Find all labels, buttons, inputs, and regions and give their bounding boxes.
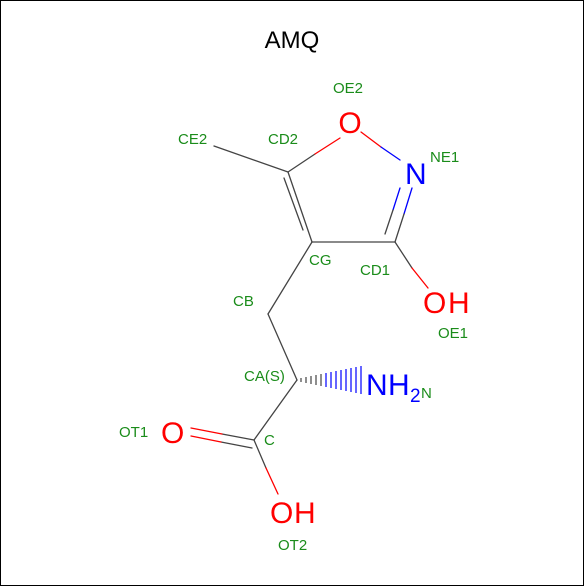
bonds xyxy=(190,131,429,495)
bond-cg-cd2-inner xyxy=(283,177,304,231)
amine-hydrogen-symbol: H xyxy=(388,369,410,402)
bond-cg-cb xyxy=(267,241,313,315)
acid-hydrogen-symbol: H xyxy=(294,497,316,530)
bond-n-cd1-c xyxy=(392,187,401,211)
atom-label-n: N xyxy=(421,385,432,402)
ring-nitrogen-symbol: N xyxy=(405,158,427,191)
atom-label-c: C xyxy=(264,432,275,449)
atom-label-ot1: OT1 xyxy=(119,424,148,441)
molecule-title: AMQ xyxy=(265,27,320,54)
atom-label-cg: CG xyxy=(309,252,332,269)
atom-label-cd2: CD2 xyxy=(268,131,298,148)
bond-n-cd1-d xyxy=(384,209,394,235)
atom-label-oe1: OE1 xyxy=(438,325,468,342)
acid-oxygen-symbol: O xyxy=(270,497,293,530)
bond-cb-ca xyxy=(267,313,298,381)
atom-label-ne1: NE1 xyxy=(430,149,459,166)
bond-cd1-oe1-a xyxy=(394,241,413,269)
atom-labels: OE2 CE2 CD2 NE1 CG CD1 CB OE1 CA(S) N OT… xyxy=(119,80,468,554)
bond-c-ot2-b xyxy=(265,467,279,495)
atom-label-ca: CA(S) xyxy=(244,368,285,385)
hydroxyl-hydrogen-symbol: H xyxy=(448,287,470,320)
amine-nitrogen-symbol: N xyxy=(366,369,388,402)
hashed-wedge-bond xyxy=(300,366,362,394)
atom-label-cd1: CD1 xyxy=(360,262,390,279)
bond-o-n-b xyxy=(380,146,401,161)
atom-label-oe2: OE2 xyxy=(333,80,363,97)
bond-o-n-a xyxy=(360,131,382,148)
bond-n-cd1-a xyxy=(403,187,413,215)
bond-c-ot1-a xyxy=(221,433,255,441)
bond-n-cd1-b xyxy=(394,213,405,243)
bond-cd2-o-a xyxy=(287,153,316,173)
bond-cd1-oe1-b xyxy=(411,267,429,289)
ring-oxygen-symbol: O xyxy=(338,107,361,140)
bond-c-ot1-d xyxy=(190,435,222,443)
bond-cg-cd2 xyxy=(287,171,313,243)
element-symbols: O N O H N H 2 O O H xyxy=(161,107,470,530)
bond-c-ot1-b xyxy=(190,427,223,435)
carbonyl-oxygen-symbol: O xyxy=(161,417,184,450)
amine-subscript: 2 xyxy=(410,386,421,407)
bond-ca-c xyxy=(253,379,298,441)
atom-label-ot2: OT2 xyxy=(278,537,307,554)
bond-ce2-cd2 xyxy=(213,145,289,173)
hydroxyl-oxygen-symbol: O xyxy=(423,287,446,320)
bond-c-ot2-a xyxy=(253,439,267,469)
atom-label-ce2: CE2 xyxy=(178,131,207,148)
atom-label-cb: CB xyxy=(233,293,254,310)
bond-c-ot1-c xyxy=(220,441,253,449)
bond-cd2-o-b xyxy=(314,137,341,155)
